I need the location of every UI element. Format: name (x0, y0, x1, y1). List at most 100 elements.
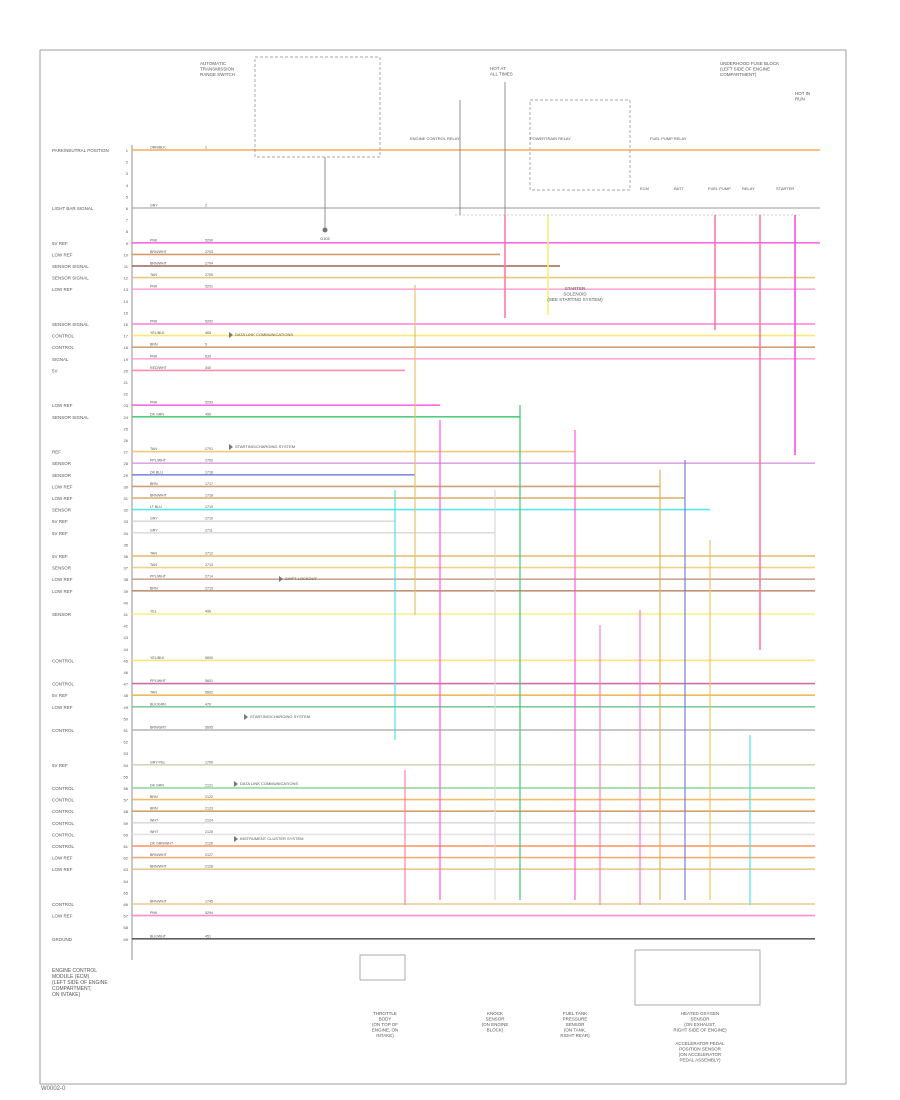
wire-color-label: WHT (150, 818, 159, 822)
ecm-pin-label: SENSOR (52, 473, 72, 478)
ecm-pin-number: 35 (124, 542, 129, 547)
wire-circuit-label: 5605 (205, 726, 213, 730)
fuse-label: FUEL PUMP (708, 186, 731, 191)
wire-circuit-label: 2714 (205, 575, 213, 579)
wire-circuit-label: 2703 (205, 250, 213, 254)
ecm-pin-label: LOW REF (52, 496, 73, 501)
fuse-label: RELAY (742, 186, 755, 191)
ecm-pin-number: 8 (126, 229, 129, 234)
note-label: INSTRUMENT CLUSTER SYSTEM (240, 836, 304, 841)
ecm-pin-label: SENSOR SIGNAL (52, 322, 89, 327)
wire-color-label: TAN (150, 552, 157, 556)
wire-color-label: BRN (150, 795, 158, 799)
ecm-pin-label: CONTROL (52, 902, 74, 907)
ecm-pin-label: SENSOR SIGNAL (52, 264, 89, 269)
fuse-label: STARTER (776, 186, 794, 191)
wire-circuit-label: 2122 (205, 795, 213, 799)
wire-circuit-label: 2128 (205, 865, 213, 869)
ecm-pin-label: LOW REF (52, 287, 73, 292)
wire-circuit-label: 5290 (205, 238, 213, 242)
ecm-pin-label: SENSOR (52, 566, 72, 571)
wire-circuit-label: 2710 (205, 517, 213, 521)
ecm-pin-label: LOW REF (52, 403, 73, 408)
ecm-pin-label: 5V REF (52, 519, 68, 524)
ecm-pin-label: LOW REF (52, 705, 73, 710)
sensor-label: SENSOR (565, 1022, 585, 1027)
wire-circuit-label: 5 (205, 343, 207, 347)
ecm-pin-number: 28 (124, 461, 129, 466)
ecm-pin-number: 65 (124, 890, 129, 895)
ecm-pin-number: 60 (124, 832, 129, 837)
sensor-label: THROTTLE (373, 1011, 397, 1016)
wire-color-label: RED/WHT (150, 366, 168, 370)
wire-circuit-label: 1700 (205, 760, 213, 764)
wire-color-label: BRN/WHT (150, 494, 168, 498)
ecm-pin-number: 1 (126, 148, 129, 153)
ecm-pin-number: 56 (124, 786, 129, 791)
note-arrow-icon (234, 836, 238, 842)
ecm-pin-number: 69 (124, 937, 129, 942)
ecm-pin-label: CONTROL (52, 728, 74, 733)
ecm-pin-number: 18 (124, 345, 129, 350)
wire-circuit-label: 5601 (205, 679, 213, 683)
ecm-pin-number: 7 (126, 218, 129, 223)
ecm-pin-label: SENSOR SIGNAL (52, 415, 89, 420)
trans-range-switch-label: AUTOMATIC (200, 61, 227, 66)
wire-color-label: TAN (150, 563, 157, 567)
relay-box (529, 99, 631, 191)
ecm-pin-label: CONTROL (52, 682, 74, 687)
sensor-label: HEATED OXYGEN (681, 1011, 719, 1016)
ecm-pin-number: 15 (124, 310, 129, 315)
underhood-fuse-block-label: COMPARTMENT) (720, 72, 757, 77)
wire-circuit-label: 2701 (205, 447, 213, 451)
wire-color-label: GRY/YEL (150, 760, 166, 764)
wire-color-label: TAN (150, 447, 157, 451)
ecm-pin-number: 46 (124, 670, 129, 675)
sensor-label: ENGINE, ON (372, 1028, 399, 1033)
ecm-pin-label: LOW REF (52, 484, 73, 489)
ecm-pin-number: 59 (124, 821, 129, 826)
sensor-box (359, 954, 406, 981)
starter-note: SOLENOID (563, 292, 587, 297)
wire-color-label: BLK/WHT (150, 934, 167, 938)
wire-color-label: PNK (150, 354, 158, 358)
wire-circuit-label: 465 (205, 331, 211, 335)
ecm-pin-number: 23 (124, 403, 129, 408)
ecm-pin-label: SENSOR SIGNAL (52, 276, 89, 281)
ecm-pin-label: CONTROL (52, 658, 74, 663)
ecm-pin-label: LIGHT BAR SIGNAL (52, 206, 94, 211)
ecm-pin-number: 19 (124, 357, 129, 362)
ecm-module-label: ON INTAKE) (52, 992, 81, 998)
ecm-pin-number: 16 (124, 322, 129, 327)
note-arrow-icon (279, 576, 283, 582)
ecm-pin-number: 30 (124, 484, 129, 489)
ecm-pin-number: 29 (124, 473, 129, 478)
hot-at-all-times-label: ALL TIMES (490, 72, 513, 77)
sensor-label: (ON ENGINE (482, 1022, 509, 1027)
ecm-pin-number: 6 (126, 206, 129, 211)
ecm-pin-number: 21 (124, 380, 129, 385)
wire-color-label: GRY (150, 204, 158, 208)
wire-circuit-label: 2713 (205, 563, 213, 567)
relay-label: POWERTRAIN RELAY (530, 136, 571, 141)
underhood-fuse-block-label: UNDERHOOD FUSE BLOCK (720, 61, 779, 66)
ecm-pin-number: 12 (124, 276, 129, 281)
wire-color-label: YEL/BLK (150, 656, 165, 660)
ecm-pin-number: 25 (124, 426, 129, 431)
ecm-pin-number: 48 (124, 693, 129, 698)
wire-color-label: BRN/GRY (150, 726, 167, 730)
wire-color-label: DK BLU (150, 470, 163, 474)
sensor-label: PRESSURE (563, 1017, 588, 1022)
ecm-pin-number: 34 (124, 531, 129, 536)
ecm-pin-label: 5V REF (52, 763, 68, 768)
ecm-pin-label: CONTROL (52, 809, 74, 814)
wire-circuit-label: 5293 (205, 401, 213, 405)
wire-circuit-label: 2702 (205, 459, 213, 463)
ecm-pin-number: 62 (124, 856, 129, 861)
wire-circuit-label: 1719 (205, 505, 213, 509)
wire-circuit-label: 451 (205, 934, 211, 938)
ecm-pin-number: 31 (124, 496, 129, 501)
relay-label: ENGINE CONTROL RELAY (410, 136, 460, 141)
wire-circuit-label: 2705 (205, 273, 213, 277)
